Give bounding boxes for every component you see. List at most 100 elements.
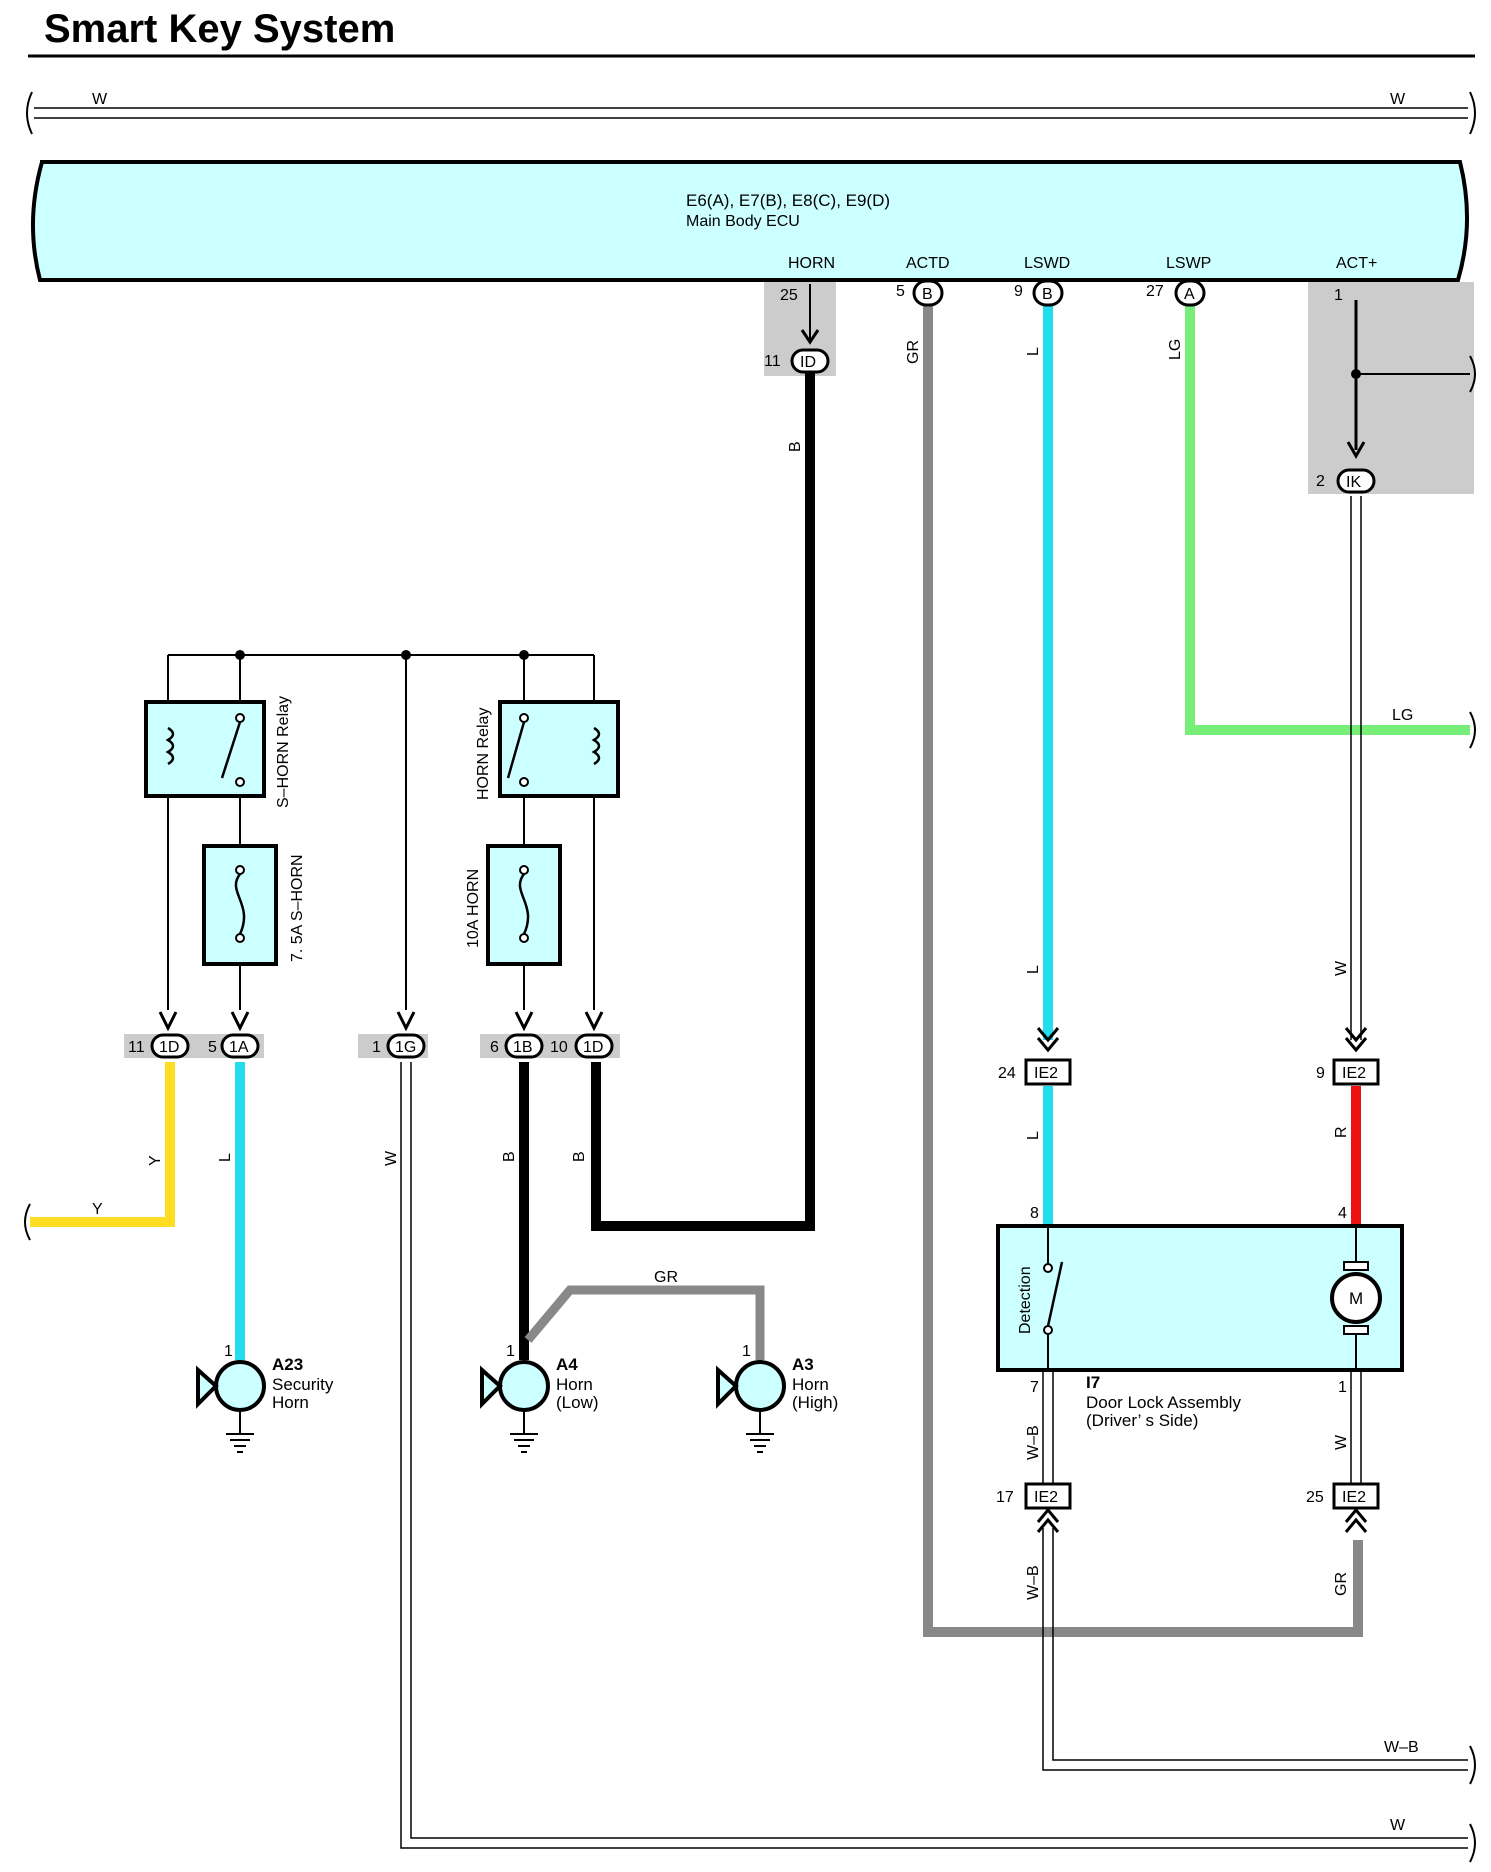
wire-label: W bbox=[1333, 1434, 1350, 1450]
svg-text:11: 11 bbox=[764, 353, 781, 370]
diagram-title: Smart Key System bbox=[44, 7, 395, 51]
door-lock-assembly: Detection M 8 4 7 1 I7 Door Lock Assembl… bbox=[996, 1205, 1404, 1430]
connector-ie2-9: 9 IE2 bbox=[1316, 1027, 1380, 1086]
svg-text:1: 1 bbox=[1338, 1379, 1347, 1396]
connector-1b: 6 1B bbox=[490, 1011, 544, 1059]
a3-id: A3 bbox=[792, 1355, 814, 1374]
wire-label: W bbox=[1390, 91, 1406, 108]
svg-text:10: 10 bbox=[550, 1039, 568, 1056]
wire-lswp-lg bbox=[1185, 306, 1470, 735]
connector-id: 11 ID bbox=[764, 329, 830, 374]
svg-text:9: 9 bbox=[1316, 1065, 1325, 1082]
wire-label: W bbox=[92, 91, 108, 108]
svg-text:1: 1 bbox=[506, 1343, 515, 1360]
horn-a4: 1 A4 Horn (Low) bbox=[480, 1343, 599, 1453]
connector-1d-right: 10 1D bbox=[550, 1011, 614, 1059]
top-w-wire: W W bbox=[26, 91, 1476, 135]
svg-text:25: 25 bbox=[1306, 1489, 1324, 1506]
s-horn-relay: S–HORN Relay bbox=[144, 696, 292, 808]
svg-text:9: 9 bbox=[1014, 283, 1023, 300]
wire-label: LG bbox=[1392, 707, 1413, 724]
s-horn-relay-label: S–HORN Relay bbox=[275, 696, 292, 808]
a3-line1: Horn bbox=[792, 1375, 829, 1394]
wire-label: L bbox=[1025, 965, 1042, 974]
svg-text:B: B bbox=[922, 286, 933, 303]
a23-line1: Security bbox=[272, 1375, 334, 1394]
svg-text:2: 2 bbox=[1316, 473, 1325, 490]
a4-id: A4 bbox=[556, 1355, 578, 1374]
horn-relay: HORN Relay bbox=[475, 700, 620, 800]
ecu-pin-actd: 5 B bbox=[896, 279, 944, 307]
fuse-horn: 10A HORN bbox=[465, 844, 562, 966]
svg-text:IE2: IE2 bbox=[1034, 1489, 1058, 1506]
ecu-pin-horn: 25 bbox=[780, 287, 798, 304]
svg-text:1G: 1G bbox=[395, 1039, 416, 1056]
connector-ie2-24: 24 IE2 bbox=[998, 1027, 1072, 1086]
shade-act bbox=[1308, 282, 1474, 494]
wire-label: B bbox=[571, 1151, 588, 1162]
terminal-actp: ACT+ bbox=[1336, 255, 1377, 272]
connector-ie2-17: 17 IE2 bbox=[996, 1482, 1072, 1533]
wire-label: W bbox=[1390, 1817, 1406, 1834]
i7-line2: (Driver’ s Side) bbox=[1086, 1411, 1198, 1430]
i7-id: I7 bbox=[1086, 1373, 1100, 1392]
svg-text:5: 5 bbox=[896, 283, 905, 300]
i7-line1: Door Lock Assembly bbox=[1086, 1393, 1241, 1412]
svg-text:1: 1 bbox=[224, 1343, 233, 1360]
main-body-ecu: E6(A), E7(B), E8(C), E9(D) Main Body ECU… bbox=[30, 160, 1470, 282]
wire-horn-b bbox=[591, 372, 815, 1231]
wire-label: L bbox=[217, 1153, 234, 1162]
wire-label: R bbox=[1333, 1126, 1350, 1138]
svg-text:A: A bbox=[1184, 286, 1195, 303]
svg-text:6: 6 bbox=[490, 1039, 499, 1056]
motor-icon bbox=[1330, 1272, 1382, 1324]
svg-text:B: B bbox=[1042, 286, 1053, 303]
wire-label: GR bbox=[1333, 1572, 1350, 1596]
svg-text:24: 24 bbox=[998, 1065, 1016, 1082]
a23-line2: Horn bbox=[272, 1393, 309, 1412]
wire-label: W–B bbox=[1384, 1739, 1419, 1756]
wire-actd-gr bbox=[923, 306, 1363, 1637]
svg-text:11: 11 bbox=[128, 1039, 145, 1056]
svg-text:1: 1 bbox=[372, 1039, 381, 1056]
wire-label: W–B bbox=[1025, 1565, 1042, 1600]
fuse-horn-label: 10A HORN bbox=[465, 869, 482, 948]
a3-line2: (High) bbox=[792, 1393, 838, 1412]
svg-text:25: 25 bbox=[780, 287, 798, 304]
wire-label: LG bbox=[1167, 339, 1184, 360]
a4-line1: Horn bbox=[556, 1375, 593, 1394]
fuse-s-horn-label: 7. 5A S–HORN bbox=[289, 854, 306, 962]
wire-label: GR bbox=[654, 1269, 678, 1286]
connector-1g: 1 1G bbox=[372, 1011, 426, 1059]
terminal-horn: HORN bbox=[788, 255, 835, 272]
terminal-lswd: LSWD bbox=[1024, 255, 1070, 272]
horn-relay-label: HORN Relay bbox=[475, 708, 492, 800]
svg-text:17: 17 bbox=[996, 1489, 1014, 1506]
ecu-name: Main Body ECU bbox=[686, 213, 800, 230]
svg-text:IE2: IE2 bbox=[1342, 1489, 1366, 1506]
svg-text:1A: 1A bbox=[229, 1039, 249, 1056]
wire-label: B bbox=[787, 441, 804, 452]
wire-label: W bbox=[1333, 960, 1350, 976]
svg-text:ID: ID bbox=[800, 354, 816, 371]
wire-label: B bbox=[501, 1151, 518, 1162]
svg-text:8: 8 bbox=[1030, 1205, 1039, 1222]
wire-gr-hornhigh bbox=[524, 1285, 765, 1360]
horn-a3: 1 A3 Horn (High) bbox=[716, 1343, 838, 1453]
terminal-actd: ACTD bbox=[906, 255, 950, 272]
svg-text:M: M bbox=[1349, 1289, 1363, 1308]
ecu-pin-actp: 1 bbox=[1334, 287, 1343, 304]
svg-text:7: 7 bbox=[1030, 1379, 1039, 1396]
a23-id: A23 bbox=[272, 1355, 303, 1374]
svg-text:IE2: IE2 bbox=[1342, 1065, 1366, 1082]
wire-label: Y bbox=[92, 1201, 103, 1218]
wire-label: L bbox=[1025, 1131, 1042, 1140]
ecu-pin-lswp: 27 A bbox=[1146, 279, 1206, 307]
svg-text:1D: 1D bbox=[159, 1039, 179, 1056]
svg-text:1B: 1B bbox=[513, 1039, 533, 1056]
terminal-lswp: LSWP bbox=[1166, 255, 1211, 272]
horn-a23: 1 A23 Security Horn bbox=[196, 1343, 334, 1453]
ecu-connectors: E6(A), E7(B), E8(C), E9(D) bbox=[686, 191, 890, 210]
a4-line2: (Low) bbox=[556, 1393, 599, 1412]
